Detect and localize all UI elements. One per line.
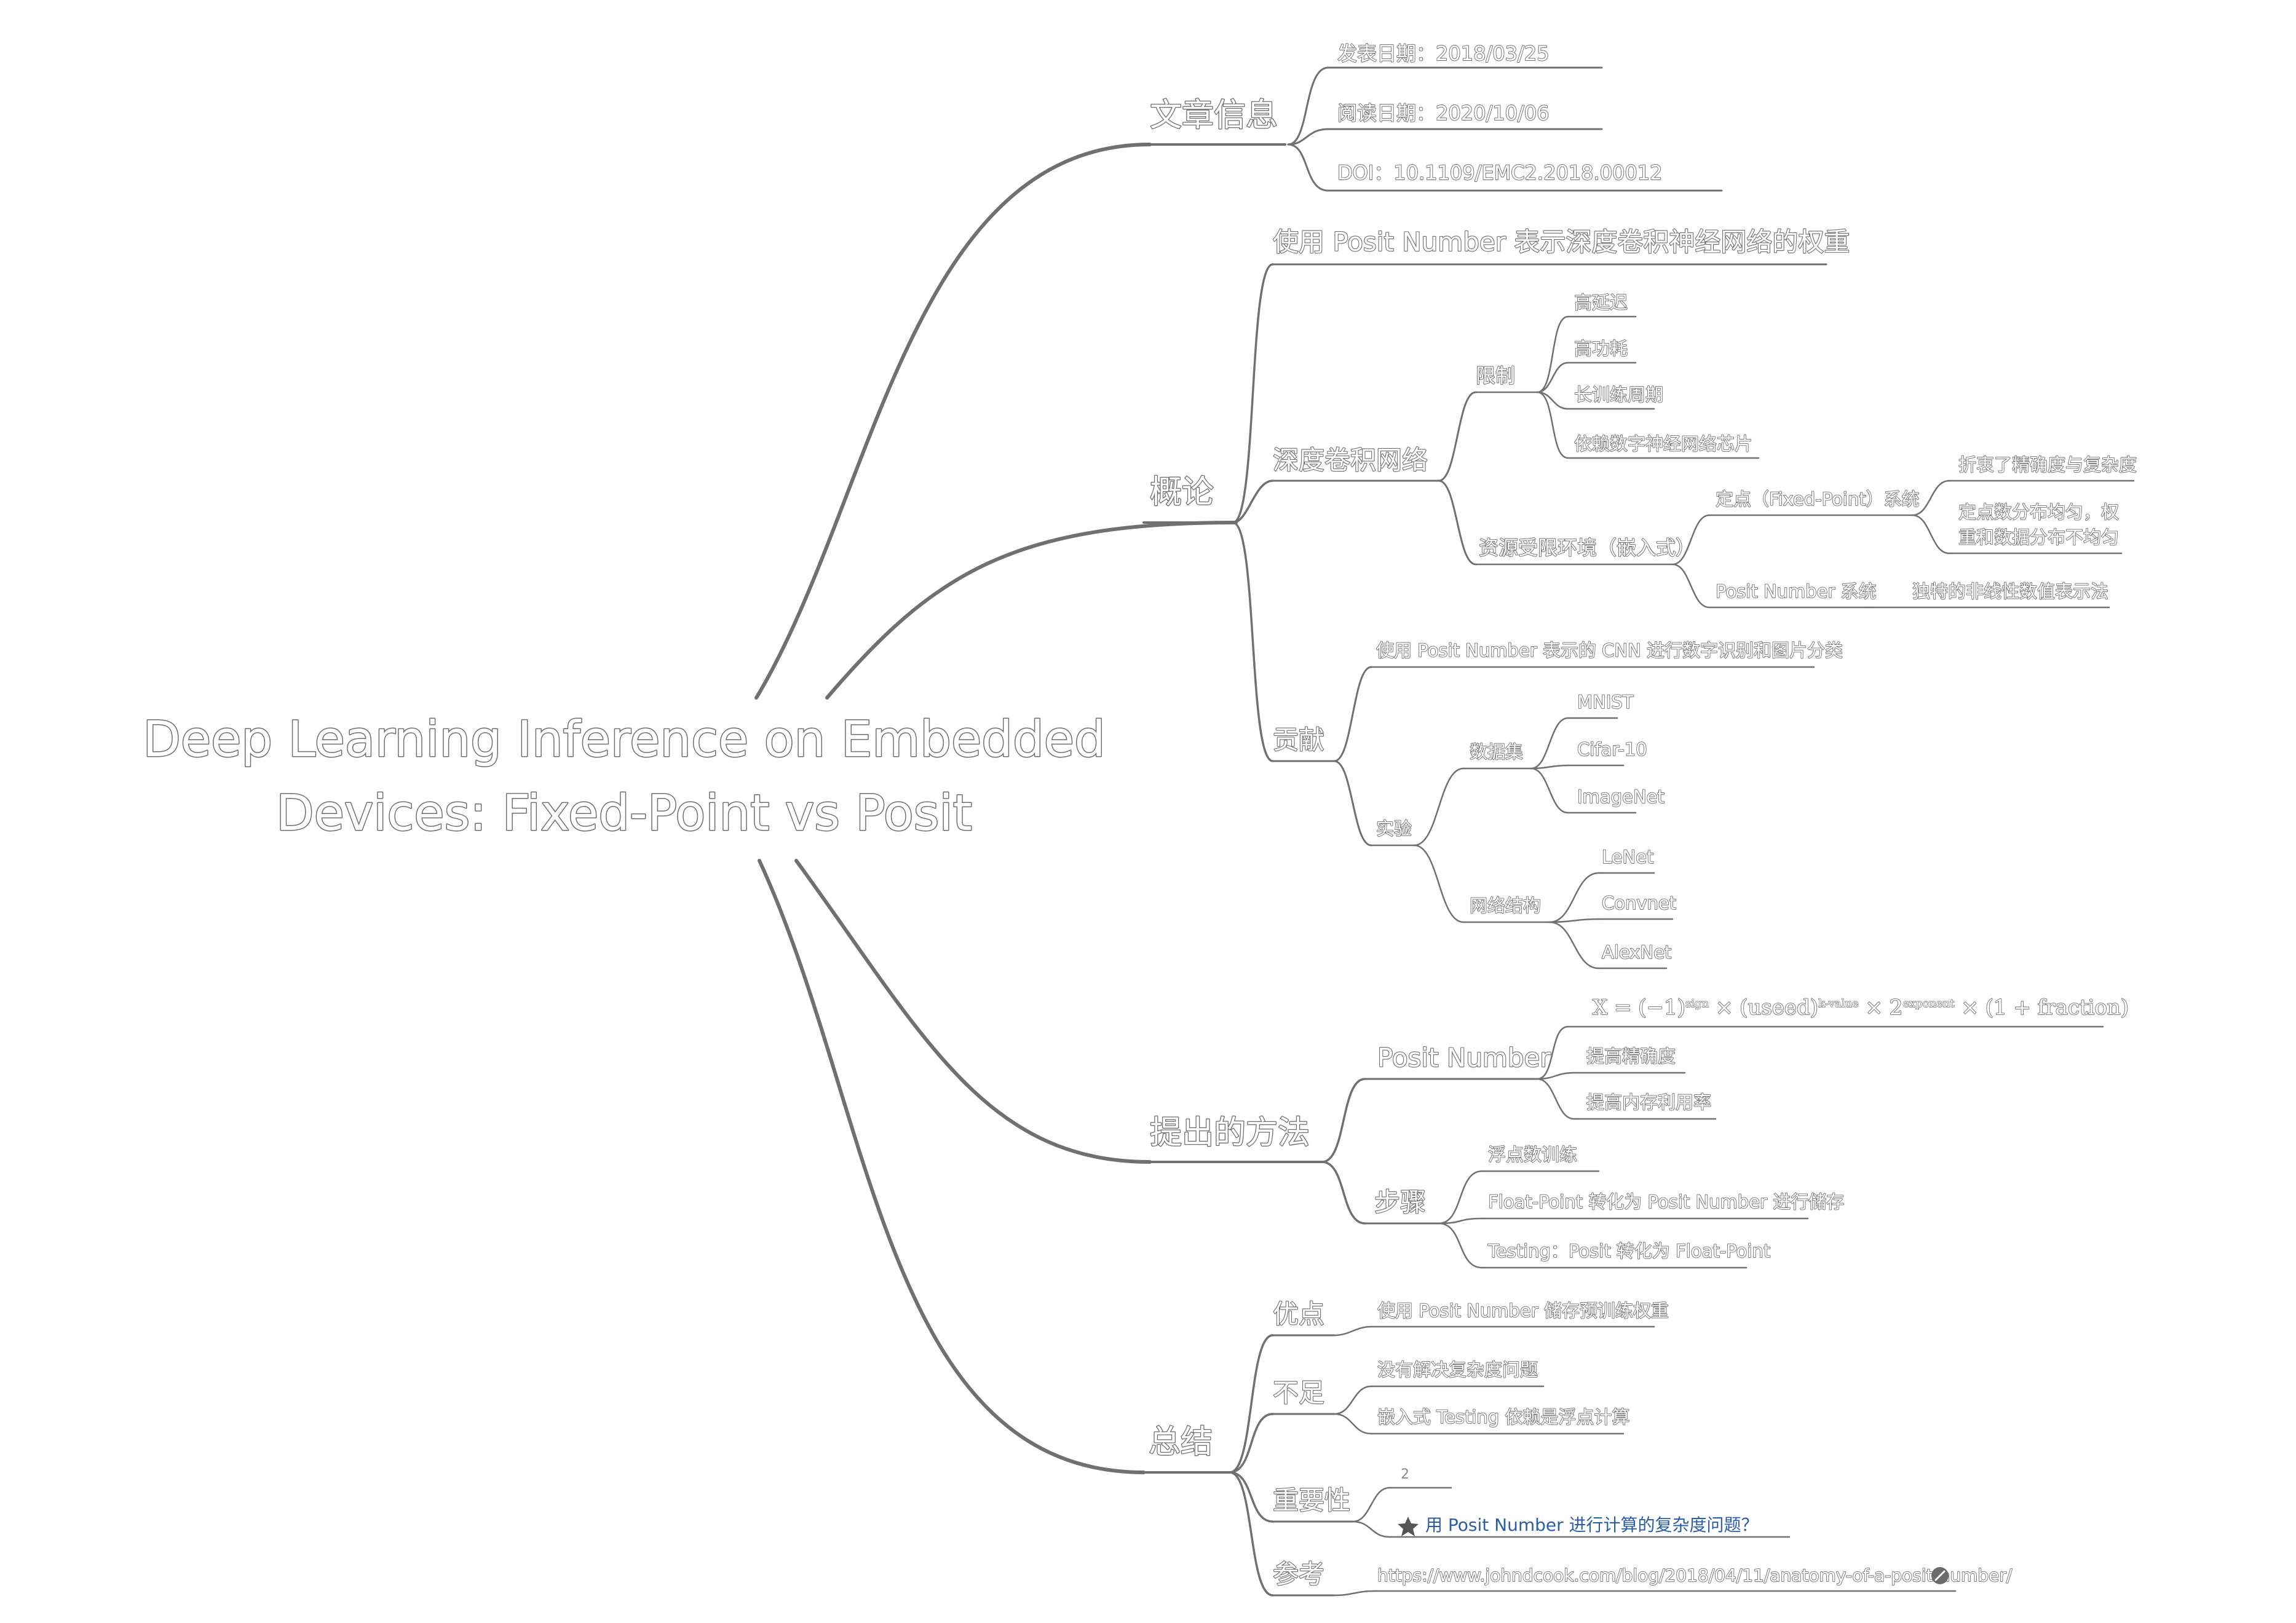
limit-item: 高延迟	[1574, 292, 1628, 313]
cons-label: 不足	[1273, 1378, 1324, 1408]
node-concept[interactable]: 概论 使用 Posit Number 表示深度卷积神经网络的权重 深度卷积网络 …	[1149, 226, 2137, 969]
constrained-env-label: 资源受限环境（嵌入式）	[1479, 536, 1695, 559]
root-title-line2: Devices: Fixed-Point vs Posit	[276, 784, 972, 842]
importance-question[interactable]: 用 Posit Number 进行计算的复杂度问题？	[1425, 1515, 1759, 1535]
dataset-item: Cifar-10	[1577, 739, 1647, 760]
reference-url[interactable]: https://www.johndcook.com/blog/2018/04/1…	[1377, 1565, 2013, 1586]
method-label: 提出的方法	[1150, 1115, 1310, 1151]
pros-item: 使用 Posit Number 储存预训练权重	[1377, 1300, 1669, 1321]
importance-label: 重要性	[1273, 1485, 1350, 1515]
contribution-label: 贡献	[1273, 725, 1324, 755]
link-icon[interactable]	[1931, 1567, 1949, 1584]
importance-score: 2	[1401, 1467, 1409, 1482]
networks-label: 网络结构	[1470, 895, 1541, 916]
reference-label: 参考	[1273, 1559, 1324, 1589]
node-article-info[interactable]: 文章信息 发表日期：2018/03/25 阅读日期：2020/10/06 DOI…	[1149, 41, 1723, 192]
root-title-line1: Deep Learning Inference on Embedded	[143, 711, 1105, 768]
root-branches	[754, 143, 1323, 1474]
dataset-item: ImageNet	[1577, 786, 1665, 807]
fixed-note-tradeoff: 折衷了精确度与复杂度	[1958, 454, 2137, 475]
published-date: 发表日期：2018/03/25	[1337, 42, 1549, 65]
node-summary[interactable]: 总结 优点 使用 Posit Number 储存预训练权重 不足 没有解决复杂度…	[1148, 1298, 2013, 1597]
posit-system-note: 独特的非线性数值表示法	[1912, 581, 2108, 602]
limit-item: 长训练周期	[1574, 384, 1663, 405]
contribution-summary: 使用 Posit Number 表示的 CNN 进行数字识别和图片分类	[1376, 640, 1843, 661]
node-method[interactable]: 提出的方法 Posit Number X = (−1)sign × (useed…	[1149, 995, 2129, 1269]
limits-label: 限制	[1476, 364, 1515, 387]
posit-formula: X = (−1)sign × (useed)k-value × 2exponen…	[1593, 995, 2129, 1020]
fixed-note-uniform-1: 定点数分布均匀，权	[1958, 502, 2119, 523]
limit-item: 依赖数字神经网络芯片	[1574, 433, 1752, 454]
network-item: Convnet	[1602, 893, 1676, 914]
step-item: 浮点数训练	[1488, 1144, 1577, 1165]
step-item: Testing：Posit 转化为 Float-Point	[1487, 1241, 1770, 1262]
steps-label: 步骤	[1374, 1187, 1426, 1217]
step-item: Float-Point 转化为 Posit Number 进行储存	[1488, 1191, 1844, 1212]
datasets-label: 数据集	[1470, 741, 1523, 762]
pros-label: 优点	[1273, 1299, 1324, 1329]
posit-benefit: 提高内存利用率	[1586, 1092, 1711, 1113]
posit-number-label: Posit Number	[1377, 1043, 1551, 1073]
read-date: 阅读日期：2020/10/06	[1337, 101, 1549, 125]
network-item: LeNet	[1602, 847, 1653, 867]
fixed-point-label: 定点（Fixed-Point）系统	[1716, 489, 1920, 510]
cons-item: 没有解决复杂度问题	[1377, 1359, 1538, 1380]
summary-label: 总结	[1149, 1424, 1213, 1461]
concept-label: 概论	[1150, 474, 1214, 511]
star-icon	[1398, 1517, 1419, 1536]
limit-item: 高功耗	[1574, 338, 1628, 359]
doi[interactable]: DOI：10.1109/EMC2.2018.00012	[1337, 160, 1663, 185]
posit-system-label: Posit Number 系统	[1716, 581, 1877, 602]
posit-weights: 使用 Posit Number 表示深度卷积神经网络的权重	[1273, 227, 1850, 257]
dataset-item: MNIST	[1577, 692, 1634, 713]
article-info-label: 文章信息	[1150, 97, 1278, 134]
cons-item: 嵌入式 Testing 依赖是浮点计算	[1377, 1407, 1629, 1428]
posit-benefit: 提高精确度	[1586, 1046, 1676, 1067]
network-item: AlexNet	[1602, 942, 1671, 963]
dcnn-label: 深度卷积网络	[1273, 445, 1428, 475]
experiment-label: 实验	[1376, 818, 1412, 839]
fixed-note-uniform-2: 重和数据分布不均匀	[1958, 527, 2119, 548]
